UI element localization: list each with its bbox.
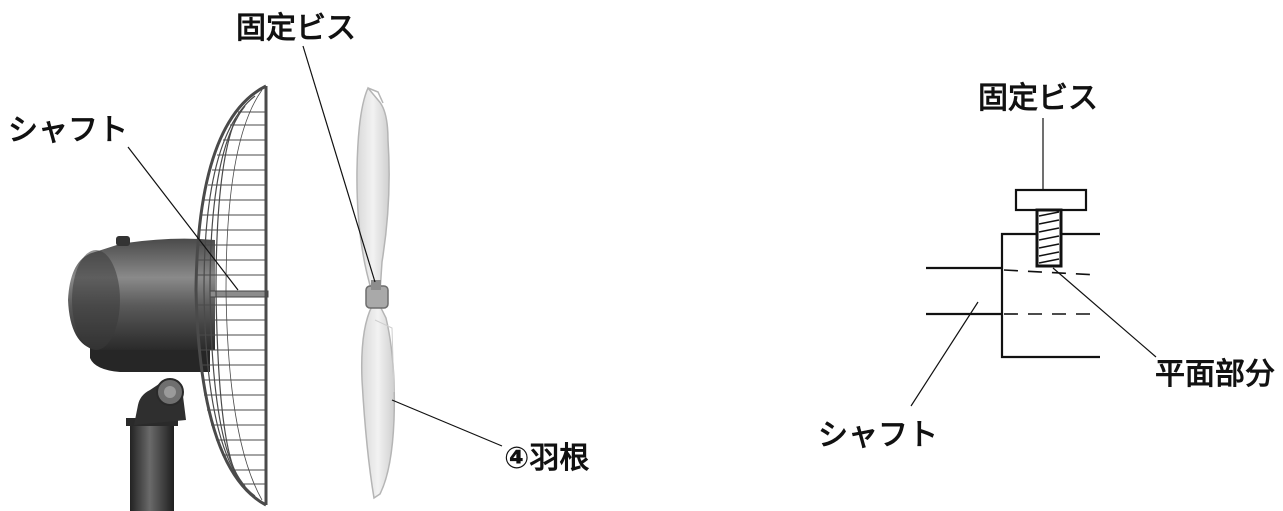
fan-side-view: [68, 45, 503, 511]
label-shaft-left: シャフト: [8, 113, 128, 148]
label-blade-left: ④羽根: [504, 441, 589, 476]
motor-base: [90, 345, 210, 372]
screw-threads: [1038, 211, 1060, 264]
label-flat-part-right: 平面部分: [1155, 357, 1275, 392]
blade-lower: [360, 305, 396, 500]
screw-schematic: [910, 118, 1157, 407]
blade-upper: [356, 86, 390, 293]
fan-blade-assembly: [356, 86, 396, 500]
label-fixing-screw-left: 固定ビス: [236, 11, 356, 46]
shaft-stub: [209, 290, 269, 298]
hub-block: [1000, 232, 1100, 359]
leader-shaft-right: [910, 301, 979, 407]
screw-body: [1035, 208, 1063, 268]
shaft-hidden-flat: [1003, 269, 1099, 276]
label-fixing-screw-right: 固定ビス: [978, 81, 1098, 116]
screw-head: [1014, 188, 1088, 212]
leader-fixing-screw: [302, 45, 376, 283]
leader-shaft: [127, 146, 239, 291]
leader-blade: [391, 399, 503, 447]
label-shaft-right: シャフト: [818, 418, 938, 453]
fan-pole: [130, 420, 174, 511]
fan-guard: [194, 84, 268, 507]
leader-flat-part: [1052, 267, 1157, 358]
